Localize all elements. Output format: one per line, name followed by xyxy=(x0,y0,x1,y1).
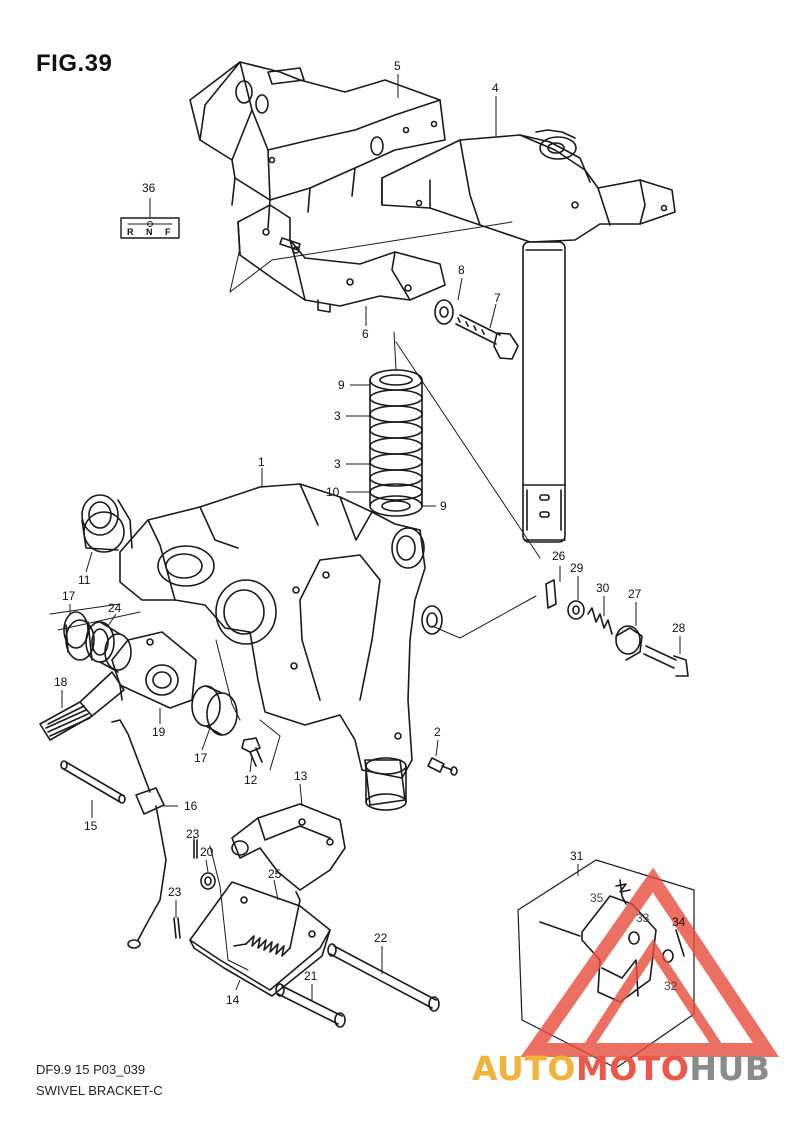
figure-title: FIG.39 xyxy=(36,50,113,77)
part-8-washer xyxy=(434,299,454,325)
callout-14: 14 xyxy=(226,993,240,1007)
part-18-tilt-lever xyxy=(39,671,125,741)
callout-34: 34 xyxy=(672,915,686,929)
watermark-text: AUTOMOTOHUB xyxy=(472,1049,770,1088)
callout-10: 10 xyxy=(326,485,340,499)
part-1-swivel-bracket xyxy=(119,483,443,811)
part-2-grease-nipple xyxy=(427,757,458,776)
callout-8: 8 xyxy=(458,263,465,277)
figure-code: DF9.9 15 P03_039 xyxy=(36,1062,146,1077)
callout-23-upper: 23 xyxy=(186,827,200,841)
watermark-hub: HUB xyxy=(689,1049,771,1088)
part-15-pin xyxy=(60,760,126,804)
part-16-tilt-rod xyxy=(111,719,167,949)
callout-36: 36 xyxy=(142,181,156,195)
callout-6: 6 xyxy=(362,327,369,341)
callout-33: 33 xyxy=(636,911,650,925)
part-24-bushing xyxy=(85,621,132,673)
part-13-holder-bracket xyxy=(231,803,346,891)
decal-letters: R N F xyxy=(127,227,171,237)
callout-13: 13 xyxy=(294,769,308,783)
callout-26: 26 xyxy=(552,549,566,563)
watermark-auto: AUTO xyxy=(472,1049,576,1088)
figure-description: SWIVEL BRACKET-C xyxy=(36,1083,163,1098)
callout-19: 19 xyxy=(152,725,166,739)
callout-17-upper: 17 xyxy=(62,589,76,603)
callout-24: 24 xyxy=(108,601,122,615)
callout-12: 12 xyxy=(244,773,258,787)
watermark-triangle xyxy=(520,867,780,1057)
watermark-moto: MOTO xyxy=(575,1049,690,1088)
part-14-reverse-lock-arm xyxy=(189,881,331,997)
callout-3-lower: 3 xyxy=(334,457,341,471)
callout-leaders xyxy=(61,74,681,1000)
callout-9-upper: 9 xyxy=(338,378,345,392)
callout-9-lower: 9 xyxy=(440,499,447,513)
parts-26-30-stopper-assembly xyxy=(545,579,689,677)
callout-16: 16 xyxy=(184,799,198,813)
part-25-spring xyxy=(233,891,301,957)
callout-7: 7 xyxy=(494,291,501,305)
part-7-bolt xyxy=(455,314,519,360)
callout-20: 20 xyxy=(200,845,214,859)
callout-23-lower: 23 xyxy=(168,885,182,899)
callout-3-upper: 3 xyxy=(334,409,341,423)
callout-labels: 5 4 36 8 7 6 9 3 3 10 9 1 11 17 24 18 19… xyxy=(54,59,686,1007)
callout-22: 22 xyxy=(374,931,388,945)
part-17-bushing-lower xyxy=(191,685,238,736)
decal-letter-f: F xyxy=(165,227,171,237)
assembly-guide-lines xyxy=(49,221,541,971)
callout-29: 29 xyxy=(570,561,584,575)
callout-35: 35 xyxy=(590,891,604,905)
part-11-bushing xyxy=(81,494,133,553)
part-5-upper-bracket xyxy=(189,61,446,229)
part-22-long-pin xyxy=(327,943,440,1012)
callout-2: 2 xyxy=(434,725,441,739)
callout-4: 4 xyxy=(492,81,499,95)
callout-17-lower: 17 xyxy=(194,751,208,765)
callout-1: 1 xyxy=(258,455,265,469)
parts-3-9-10-bushing-stack xyxy=(369,369,423,517)
part-17-bushing-upper xyxy=(63,611,95,661)
decal-letter-r: R xyxy=(127,227,134,237)
decal-letter-n: N xyxy=(146,227,153,237)
part-4-swivel-shaft xyxy=(381,129,676,543)
callout-11: 11 xyxy=(78,573,91,587)
callout-25: 25 xyxy=(268,867,282,881)
part-21-short-pin xyxy=(275,983,346,1028)
part-12-bolt xyxy=(241,737,263,767)
callout-32: 32 xyxy=(664,979,678,993)
callout-28: 28 xyxy=(672,621,686,635)
callout-31: 31 xyxy=(570,849,584,863)
part-19-tilt-lock-plate xyxy=(111,631,197,709)
callout-27: 27 xyxy=(628,587,642,601)
parts-20-23-washers-pins xyxy=(173,839,216,939)
callout-30: 30 xyxy=(596,581,610,595)
callout-5: 5 xyxy=(394,59,401,73)
callout-15: 15 xyxy=(84,819,98,833)
callout-21: 21 xyxy=(304,969,318,983)
callout-18: 18 xyxy=(54,675,68,689)
